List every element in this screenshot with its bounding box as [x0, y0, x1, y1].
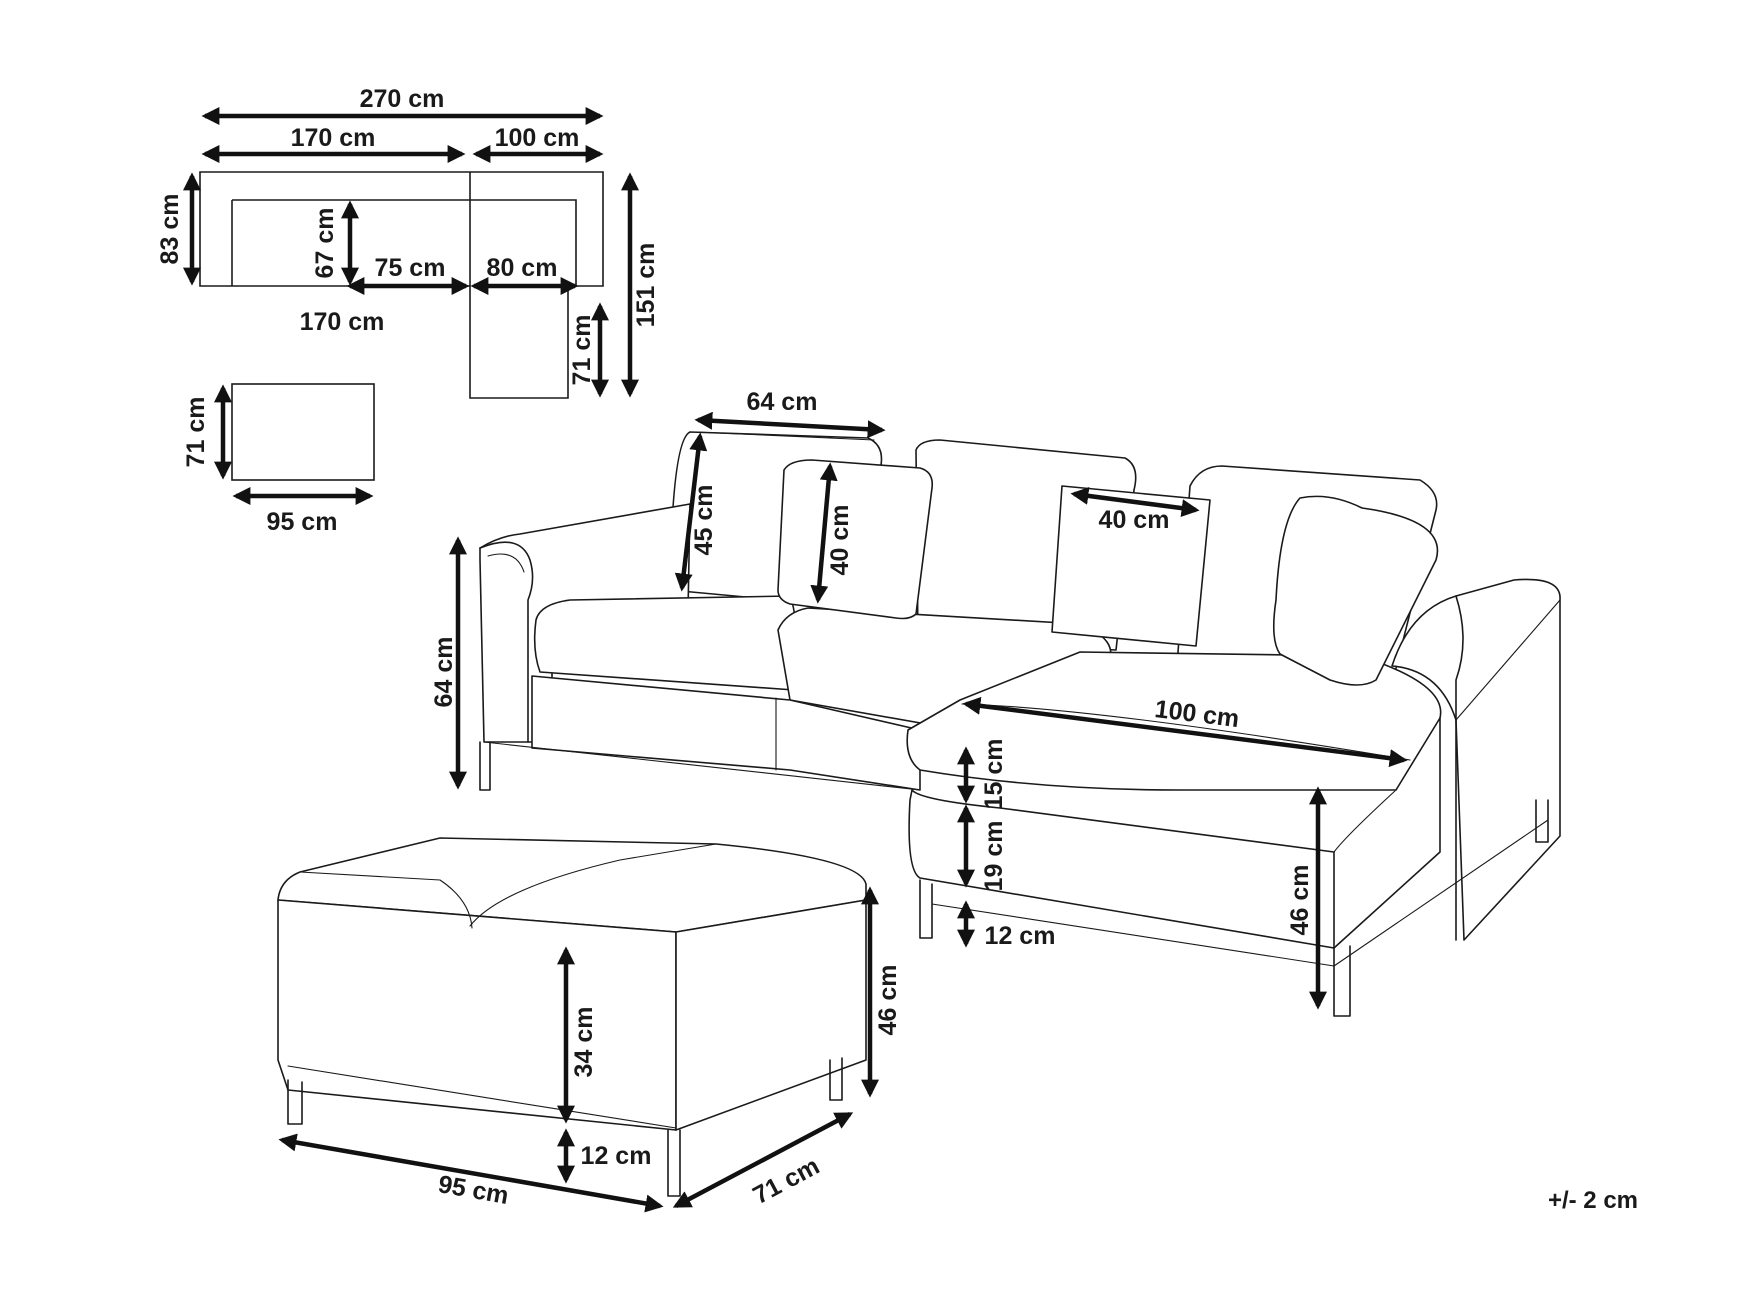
ottoman-plan-width-label: 95 cm: [267, 508, 338, 536]
sofa-leg-height-label: 12 cm: [985, 922, 1056, 950]
seat-height-label: 46 cm: [1286, 865, 1314, 936]
back-cushion-width-label: 64 cm: [747, 388, 818, 416]
plan-left-depth-label: 83 cm: [156, 194, 184, 265]
ottoman-plan-depth-label: 71 cm: [182, 397, 210, 468]
ottoman-total-height-label: 46 cm: [874, 965, 902, 1036]
sofa-total-height-label: 64 cm: [430, 637, 458, 708]
plan-bottom-width-label: 170 cm: [300, 308, 385, 336]
pillow-height-label: 40 cm: [826, 505, 854, 576]
ottoman-leg-height-label: 12 cm: [581, 1142, 652, 1170]
plan-inner-depth-label: 67 cm: [311, 208, 339, 279]
plan-view: 270 cm 170 cm 100 cm 83 cm 67 cm 75 cm 8…: [156, 85, 660, 399]
sofa-drawing: 64 cm 45 cm 40 cm 40 cm 64 cm 100 cm 15 …: [430, 388, 1561, 1017]
pillow-width-label: 40 cm: [1099, 506, 1170, 534]
plan-total-depth-label: 151 cm: [632, 243, 660, 328]
tolerance-note: +/- 2 cm: [1548, 1187, 1638, 1214]
back-cushion-height-label: 45 cm: [690, 485, 718, 556]
plan-total-width-label: 270 cm: [360, 85, 445, 113]
plan-right-width-label: 100 cm: [495, 124, 580, 152]
ottoman-drawing: 34 cm 12 cm 46 cm 95 cm 71 cm: [277, 837, 902, 1213]
plan-seat-depth-left-label: 75 cm: [375, 254, 446, 282]
base-height-label: 19 cm: [980, 821, 1008, 892]
plan-left-width-label: 170 cm: [291, 124, 376, 152]
ottoman-plan-view: 71 cm 95 cm: [182, 383, 375, 536]
plan-chaise-extension-label: 71 cm: [568, 315, 596, 386]
plan-seat-depth-right-label: 80 cm: [487, 254, 558, 282]
ottoman-body-height-label: 34 cm: [570, 1007, 598, 1078]
seat-cushion-height-label: 15 cm: [980, 739, 1008, 810]
